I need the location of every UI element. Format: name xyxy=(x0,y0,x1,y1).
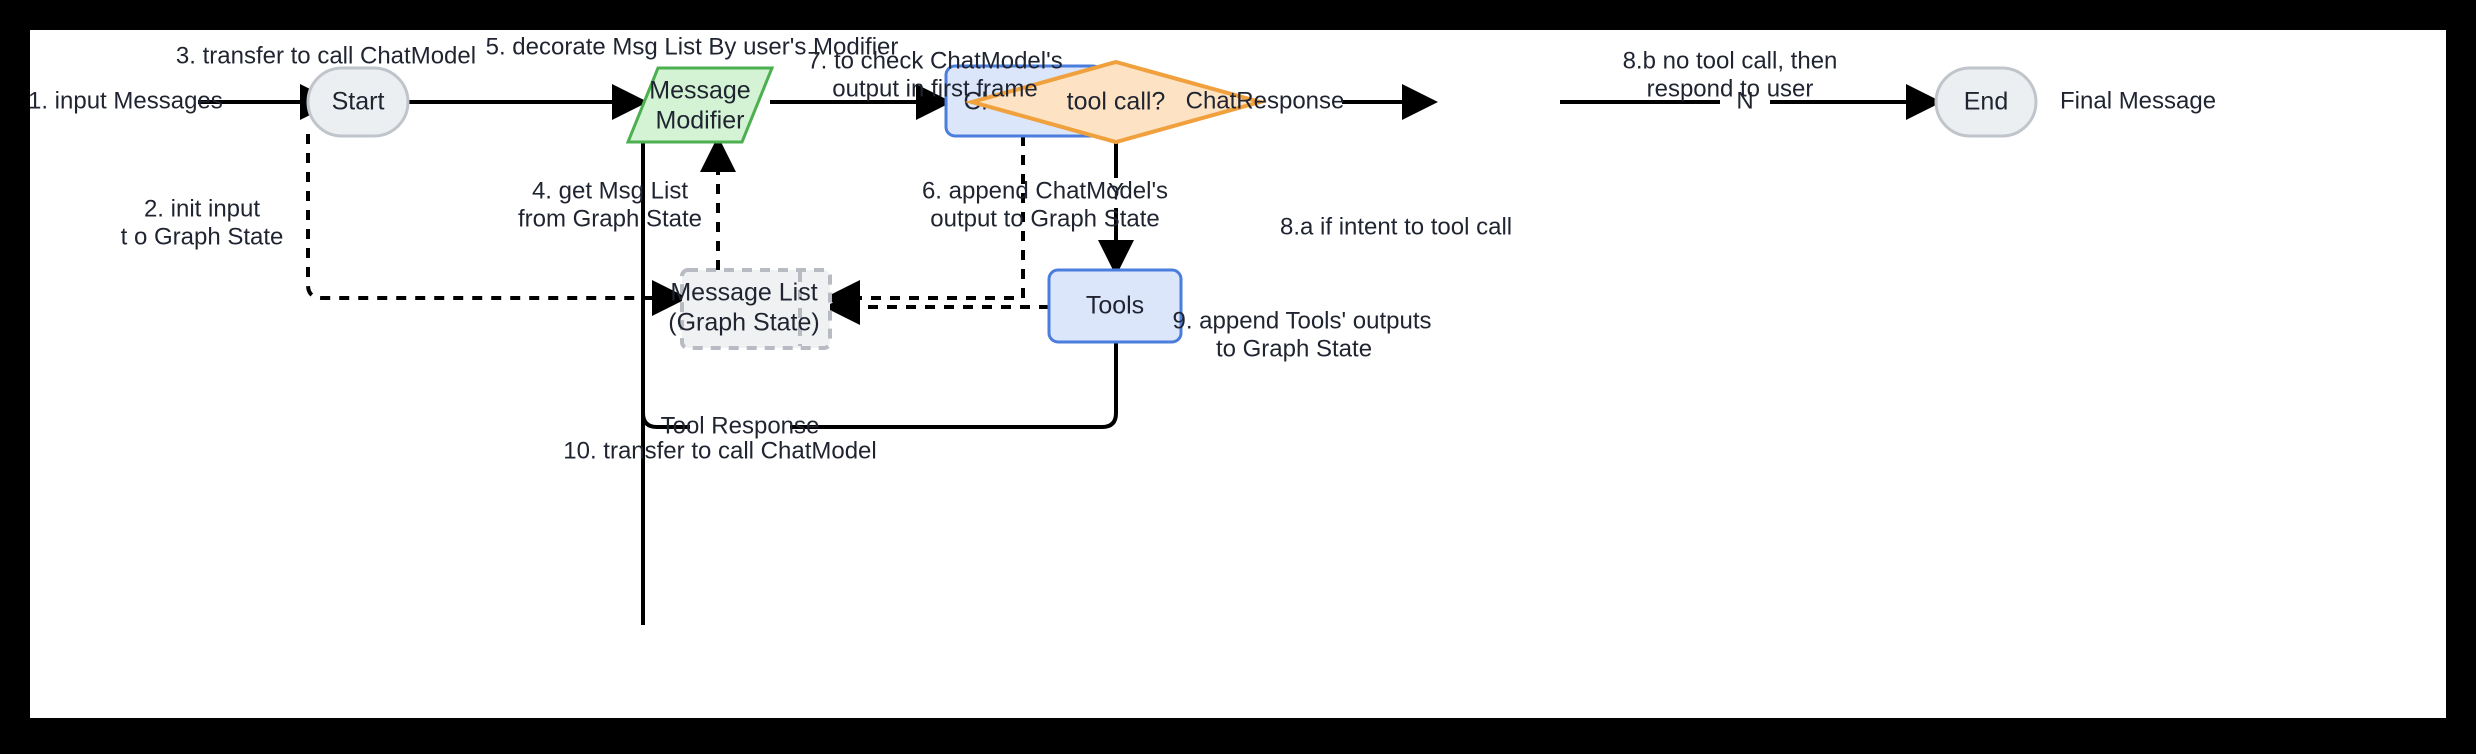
node-tools[interactable]: Tools xyxy=(1047,268,1183,344)
label-final-message: Final Message xyxy=(2060,87,2216,114)
message-modifier-label-line2: Modifier xyxy=(656,107,745,135)
label-check-chatmodel-line1: 7. to check ChatModel's xyxy=(807,47,1062,74)
label-init-input-line2: t o Graph State xyxy=(121,223,284,250)
message-list-label-line2: (Graph State) xyxy=(668,309,819,337)
flowchart-svg: Start Message Modifier ChatModel tool ca… xyxy=(30,33,2216,625)
tools-label: Tools xyxy=(1086,292,1144,320)
tools-shape xyxy=(1047,268,1183,344)
label-transfer-back: 10. transfer to call ChatModel xyxy=(563,437,877,464)
label-append-tools-line1: 9. append Tools' outputs xyxy=(1172,307,1431,334)
message-list-shape xyxy=(680,268,832,350)
tool-call-shape xyxy=(964,59,1268,145)
edge-tools-toolresponse-left xyxy=(790,341,1118,429)
label-append-chatmodel-line2: output to Graph State xyxy=(930,205,1160,232)
start-label: Start xyxy=(332,88,385,116)
node-start[interactable]: Start xyxy=(306,66,410,138)
edge-start-to-messagelist xyxy=(306,134,688,316)
label-branch-yes: Y xyxy=(1108,178,1124,205)
label-tool-response: Tool Response xyxy=(661,412,820,439)
label-get-msg-list-line2: from Graph State xyxy=(518,205,702,232)
label-no-tool-call-line1: 8.b no tool call, then xyxy=(1623,47,1838,74)
diagram-canvas: Start Message Modifier ChatModel tool ca… xyxy=(30,30,2446,718)
label-transfer-to-call-chatmodel: 3. transfer to call ChatModel xyxy=(176,42,476,69)
tool-call-label: tool call? xyxy=(1067,88,1166,116)
node-message-modifier[interactable]: Message Modifier xyxy=(625,66,775,144)
start-shape xyxy=(306,66,410,138)
label-chat-response: ChatResponse xyxy=(1186,87,1345,114)
label-branch-no: N xyxy=(1736,87,1753,114)
label-get-msg-list-line1: 4. get Msg List xyxy=(532,177,688,204)
node-tool-call-decision[interactable]: tool call? xyxy=(964,59,1432,145)
label-append-tools-line2: to Graph State xyxy=(1216,335,1372,362)
label-append-chatmodel-line1: 6. append ChatModel's xyxy=(922,177,1168,204)
label-input-messages: 1. input Messages xyxy=(30,87,223,114)
label-no-tool-call-line2: respond to user xyxy=(1647,75,1814,102)
end-label: End xyxy=(1964,88,2008,116)
label-check-chatmodel-line2: output in first frame xyxy=(832,75,1037,102)
edge-toolresponse-to-trunk xyxy=(641,412,690,429)
label-decorate-msg-list: 5. decorate Msg List By user's Modifier xyxy=(486,33,899,60)
message-list-label-line1: Message List xyxy=(670,279,817,307)
edge-chatmodel-to-messagelist xyxy=(824,136,1025,316)
end-shape xyxy=(1934,66,2038,138)
label-init-input-line1: 2. init input xyxy=(144,195,260,222)
node-end[interactable]: End xyxy=(1934,66,2038,138)
message-modifier-shape xyxy=(625,66,775,144)
message-modifier-label-line1: Message xyxy=(649,77,750,105)
label-if-intent-tool-call: 8.a if intent to tool call xyxy=(1280,213,1512,240)
node-message-list[interactable]: Message List (Graph State) xyxy=(668,268,832,350)
